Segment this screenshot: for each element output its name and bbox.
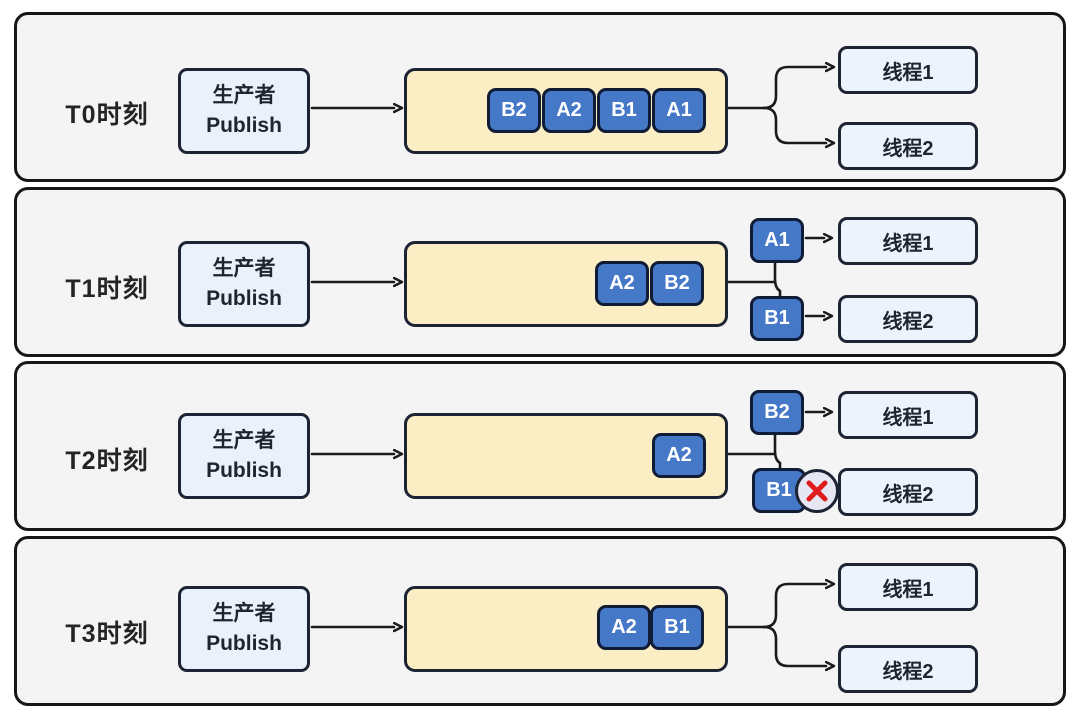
producer-name: 生产者	[212, 428, 276, 452]
producer-action: Publish	[206, 287, 282, 310]
message-a1: A1	[652, 88, 706, 133]
time-label-t3: T3时刻	[65, 620, 149, 648]
message-a2: A2	[542, 88, 596, 133]
thread1-box-t1: 线程1	[838, 217, 978, 265]
thread1-box-t0: 线程1	[838, 46, 978, 94]
time-label-t0: T0时刻	[65, 101, 149, 129]
producer-box-t1: 生产者 Publish	[178, 241, 310, 327]
producer-action: Publish	[206, 114, 282, 137]
inflight-message-b2: B2	[750, 390, 804, 435]
producer-name: 生产者	[212, 256, 276, 280]
thread2-box-t3: 线程2	[838, 645, 978, 693]
producer-name: 生产者	[212, 83, 276, 107]
producer-action: Publish	[206, 632, 282, 655]
time-label-t2: T2时刻	[65, 447, 149, 475]
message-b1: B1	[650, 605, 704, 650]
message-a2: A2	[652, 433, 706, 478]
thread2-box-t0: 线程2	[838, 122, 978, 170]
inflight-message-a1: A1	[750, 218, 804, 263]
thread1-box-t3: 线程1	[838, 563, 978, 611]
delivery-failed-badge	[795, 469, 839, 513]
producer-box-t2: 生产者 Publish	[178, 413, 310, 499]
producer-box-t0: 生产者 Publish	[178, 68, 310, 154]
thread1-box-t2: 线程1	[838, 391, 978, 439]
producer-action: Publish	[206, 459, 282, 482]
queue-box-t3	[404, 586, 728, 672]
inflight-message-b1: B1	[750, 296, 804, 341]
message-b2: B2	[650, 261, 704, 306]
error-cross-icon	[806, 480, 828, 502]
message-a2: A2	[595, 261, 649, 306]
producer-name: 生产者	[212, 601, 276, 625]
inflight-message-b1: B1	[752, 468, 806, 513]
message-a2: A2	[597, 605, 651, 650]
thread2-box-t2: 线程2	[838, 468, 978, 516]
thread2-box-t1: 线程2	[838, 295, 978, 343]
message-b1: B1	[597, 88, 651, 133]
time-label-t1: T1时刻	[65, 275, 149, 303]
message-b2: B2	[487, 88, 541, 133]
producer-box-t3: 生产者 Publish	[178, 586, 310, 672]
